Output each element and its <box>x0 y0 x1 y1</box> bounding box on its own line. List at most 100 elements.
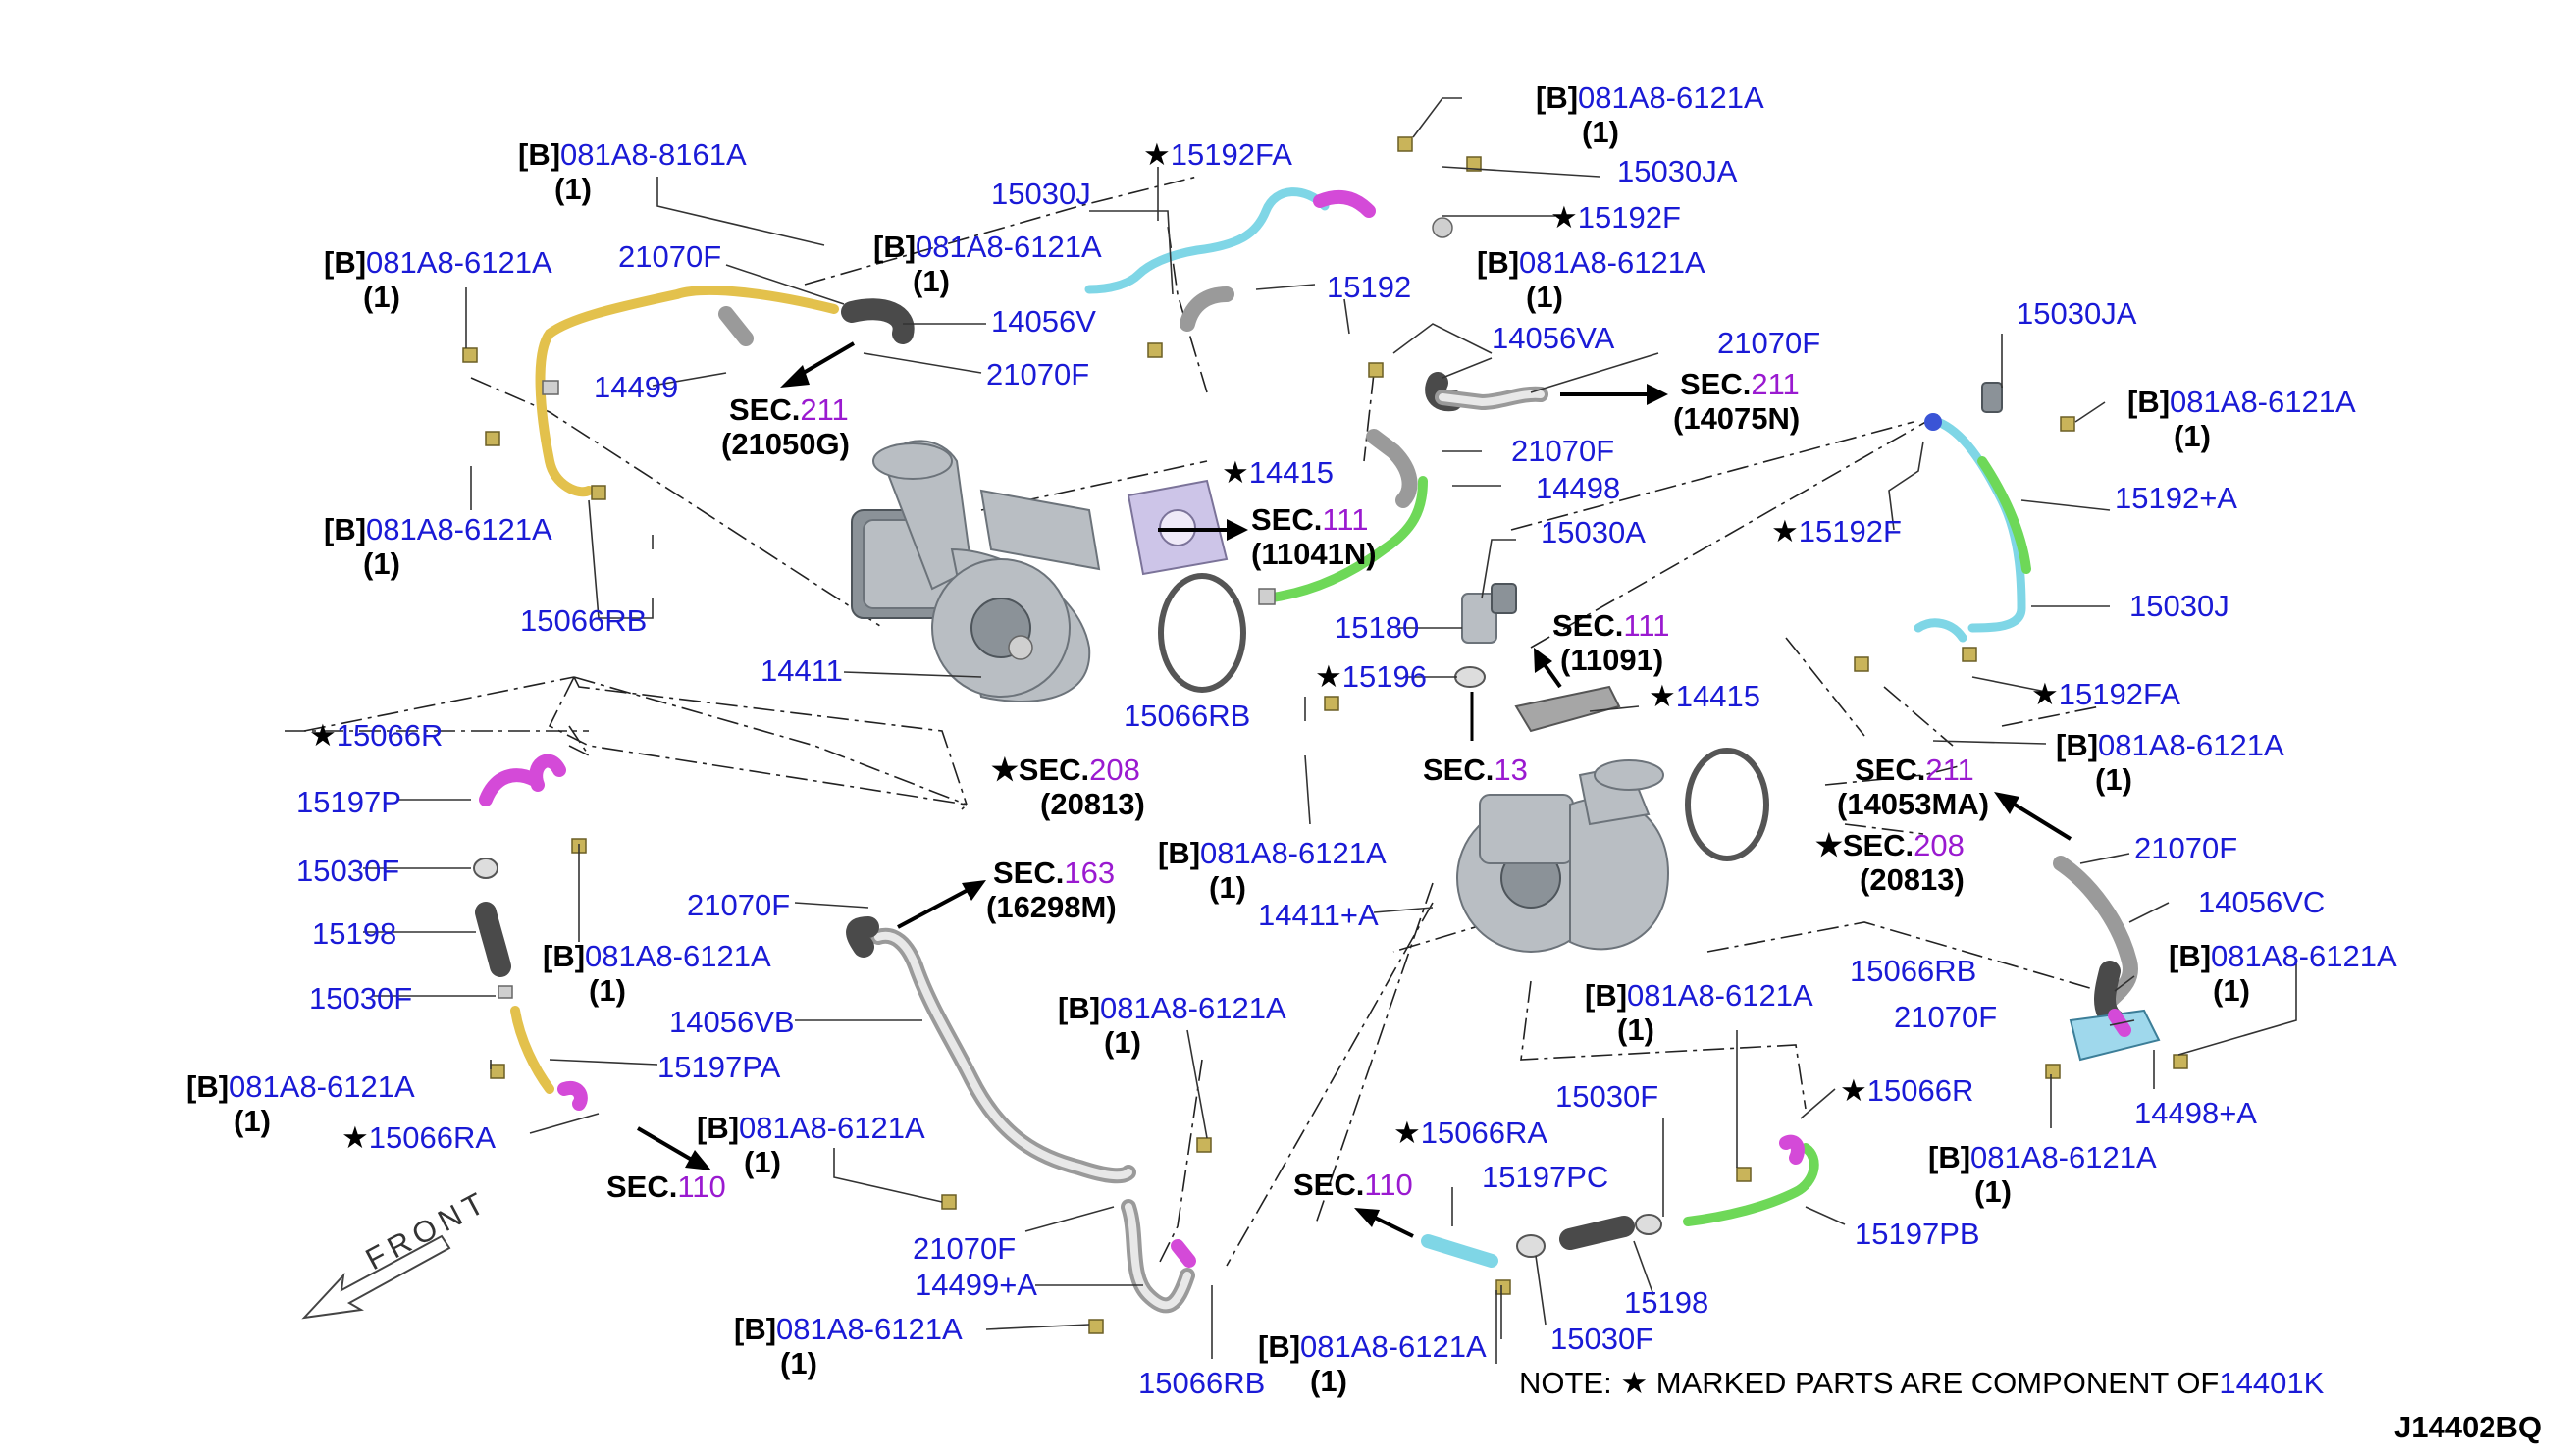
label-l57: [B]081A8-6121A (1) <box>734 1312 970 1380</box>
part-labels: [B]081A8-8161A (1) [B]081A8-6121A (1) 21… <box>186 80 2404 1400</box>
label-l19: 21070F <box>1717 326 1820 360</box>
turbocharger-14411 <box>851 440 1101 702</box>
section-s1: SEC.211 (21050G) <box>721 392 857 461</box>
label-l12: ★15192FA <box>1143 137 1292 172</box>
section-s8: ★SEC.208 (20813) <box>1815 828 1973 897</box>
label-l44: 15030F <box>296 854 399 888</box>
label-l48: 15197PA <box>657 1050 781 1084</box>
oil-pipe-14499 <box>535 286 839 500</box>
ring-gasket-left <box>1158 573 1246 693</box>
label-l63: ★15066RA <box>1393 1116 1547 1150</box>
section-s11: SEC.110 <box>1293 1168 1413 1202</box>
label-l13: 15192 <box>1327 270 1411 304</box>
water-hose-15192a <box>1914 382 2031 643</box>
label-l27: ★14415 <box>1649 679 1760 713</box>
label-l64: 15197PC <box>1482 1160 1608 1194</box>
label-l30: 15192+A <box>2115 481 2237 515</box>
pipe-14056va <box>1366 372 1548 508</box>
label-l6: 21070F <box>986 357 1089 391</box>
section-s2: SEC.211 (14075N) <box>1673 367 1808 436</box>
label-l7: [B]081A8-6121A (1) <box>324 512 559 581</box>
label-l58: 15066RB <box>1138 1366 1265 1400</box>
label-l55: 21070F <box>913 1231 1016 1266</box>
label-l25: ★15196 <box>1315 659 1427 694</box>
label-l17: [B]081A8-6121A (1) <box>1477 245 1712 314</box>
label-l49: [B]081A8-6121A (1) <box>186 1069 422 1138</box>
footer-note: NOTE: ★ MARKED PARTS ARE COMPONENT OF144… <box>1519 1366 2542 1444</box>
label-l38: 15066RB <box>1850 954 1976 988</box>
hose-14056v <box>718 298 915 346</box>
leader-lines <box>363 97 2297 1364</box>
label-l4: 14056V <box>991 304 1096 338</box>
pipe-14499a <box>1121 1199 1196 1314</box>
water-hose-15192 <box>1084 187 1453 332</box>
label-l24: 15180 <box>1335 610 1419 645</box>
section-arrows <box>636 341 2072 1238</box>
label-l16: ★15192F <box>1550 200 1681 234</box>
label-l8: 15066RB <box>520 603 647 638</box>
label-l35: 21070F <box>2134 831 2237 865</box>
label-l50: ★15066RA <box>341 1120 496 1155</box>
label-l56: 14499+A <box>915 1268 1037 1302</box>
pipe-14056vb <box>846 916 1136 1184</box>
label-l51: 21070F <box>687 888 790 922</box>
label-l3: 21070F <box>618 239 721 274</box>
label-l15: 15030JA <box>1617 154 1738 188</box>
label-l31: ★15192F <box>1771 514 1902 548</box>
union-15180 <box>1461 583 1517 644</box>
section-s3: SEC.111 (11041N) <box>1251 502 1377 571</box>
label-l66: 15030F <box>1550 1322 1653 1356</box>
label-l29: [B]081A8-6121A (1) <box>2127 385 2363 453</box>
ring-gasket-right <box>1685 748 1769 861</box>
label-l9: 14411 <box>761 653 843 688</box>
section-s7: SEC.211 (14053MA) <box>1837 753 1989 821</box>
section-s10: SEC.110 <box>606 1170 726 1204</box>
label-l32: 15030J <box>2129 589 2229 623</box>
label-l69: [B]081A8-6121A (1) <box>1258 1329 1494 1398</box>
bracket-14498a <box>2069 1009 2161 1062</box>
label-l20: 21070F <box>1511 434 1614 468</box>
label-l43: 15197P <box>296 785 401 819</box>
label-l68: 15197PB <box>1855 1217 1980 1251</box>
section-s5: ★SEC.208 (20813) <box>991 753 1149 821</box>
section-s6: SEC.13 <box>1423 753 1528 787</box>
label-l37: [B]081A8-6121A (1) <box>2169 939 2404 1008</box>
label-l39: 21070F <box>1894 1000 1997 1034</box>
label-l53: [B]081A8-6121A (1) <box>1058 991 1293 1060</box>
label-l10: 15030J <box>991 177 1091 211</box>
front-arrow: FRONT <box>301 1183 495 1320</box>
label-l60: 14411+A <box>1258 898 1379 932</box>
label-l36: 14056VC <box>2198 885 2325 919</box>
label-l67: ★15066R <box>1840 1073 1973 1108</box>
section-references: SEC.211 (21050G) SEC.211 (14075N) SEC.11… <box>606 367 1989 1204</box>
label-l42: ★15066R <box>309 718 443 753</box>
gasket-14415-right <box>1514 685 1621 733</box>
label-l45: 15198 <box>312 916 396 951</box>
label-l11: [B]081A8-6121A (1) <box>873 230 1109 298</box>
pipe-14056vc <box>2053 856 2138 1031</box>
hose-group-lower-left <box>473 754 588 1111</box>
label-l14: [B]081A8-6121A (1) <box>1536 80 1771 149</box>
label-l52: 14056VB <box>669 1005 795 1039</box>
alignment-lines <box>285 176 2101 1267</box>
label-l34: [B]081A8-6121A (1) <box>2056 728 2291 797</box>
label-l40: 14498+A <box>2134 1096 2257 1130</box>
label-l62: 15030F <box>1555 1079 1658 1114</box>
label-l46: 15030F <box>309 981 412 1015</box>
label-l65: 15198 <box>1624 1285 1708 1320</box>
label-l21: 14498 <box>1536 471 1620 505</box>
label-l1: [B]081A8-8161A (1) <box>518 137 754 206</box>
bolts <box>462 136 2188 1334</box>
label-l5: 14499 <box>594 370 678 404</box>
label-l54: [B]081A8-6121A (1) <box>697 1111 932 1179</box>
washer-15196 <box>1454 666 1486 741</box>
label-l2: [B]081A8-6121A (1) <box>324 245 559 314</box>
label-l18: 14056VA <box>1492 321 1615 355</box>
label-l47: [B]081A8-6121A (1) <box>543 939 778 1008</box>
section-s4: SEC.111 (11091) <box>1552 608 1678 677</box>
label-l28: 15030JA <box>2017 296 2137 331</box>
note-text: NOTE: ★ MARKED PARTS ARE COMPONENT OF144… <box>1519 1366 2325 1400</box>
label-l26: 15066RB <box>1124 699 1250 733</box>
section-s9: SEC.163 (16298M) <box>986 856 1124 924</box>
